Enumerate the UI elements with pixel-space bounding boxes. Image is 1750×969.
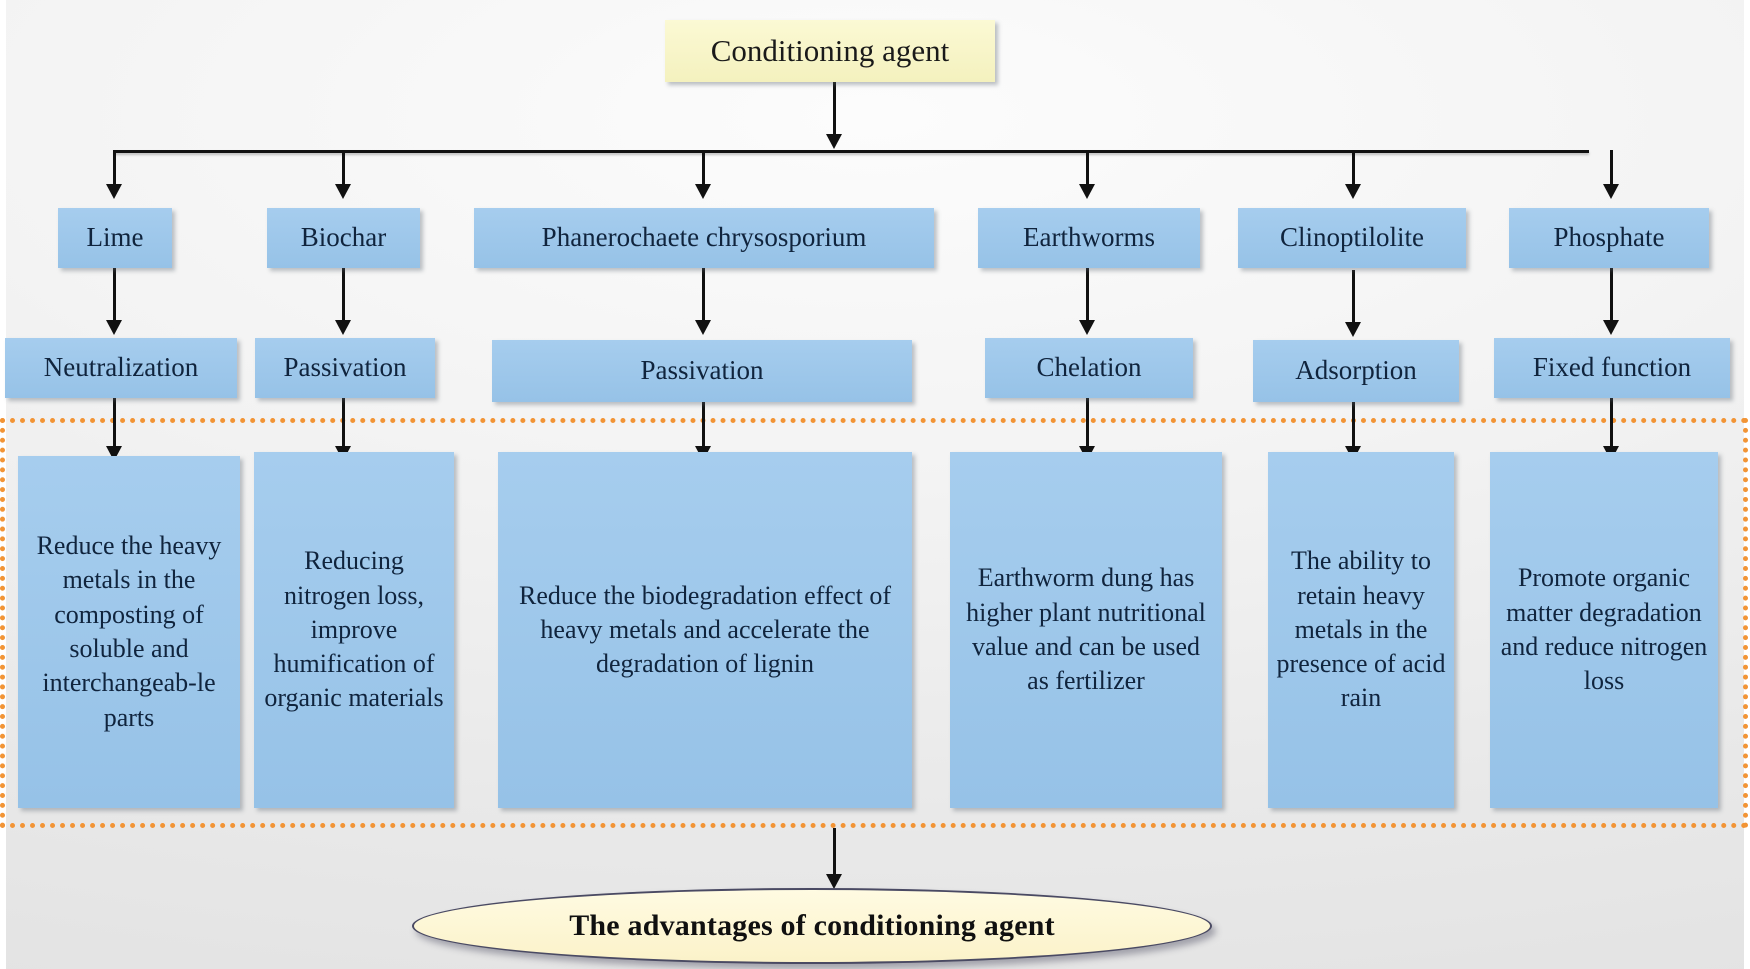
agent-node-phosphate[interactable]: Phosphate: [1509, 208, 1709, 268]
benefit-node-label: Promote organic matter degradation and r…: [1500, 563, 1708, 696]
left-margin: [0, 0, 6, 969]
benefit-node-clinoptilolite[interactable]: The ability to retain heavy metals in th…: [1268, 452, 1454, 808]
right-margin: [1744, 0, 1750, 969]
agent-to-mechanism-line-4: [1086, 268, 1089, 324]
mechanism-node-label: Fixed function: [1532, 352, 1692, 383]
benefit-node-label: Reduce the biodegradation effect of heav…: [518, 580, 892, 679]
bus-drop-line-4: [1086, 150, 1089, 188]
mechanism-node-label: Passivation: [283, 352, 407, 383]
root-node-label: Conditioning agent: [710, 33, 950, 68]
mechanism-to-benefit-line-3: [702, 402, 705, 450]
mechanism-node-passivation-biochar[interactable]: Passivation: [255, 338, 435, 398]
agent-node-biochar[interactable]: Biochar: [267, 208, 420, 268]
distribution-bus: [114, 150, 1589, 153]
bus-drop-line-5: [1352, 150, 1355, 188]
benefit-node-label: The ability to retain heavy metals in th…: [1276, 546, 1446, 713]
agent-node-label: Clinoptilolite: [1279, 222, 1424, 253]
mechanism-node-label: Adsorption: [1295, 355, 1417, 386]
bus-drop-arrowhead-6: [1603, 184, 1619, 199]
bus-drop-arrowhead-5: [1345, 184, 1361, 199]
mechanism-node-label: Neutralization: [43, 352, 199, 383]
mechanism-to-benefit-line-6: [1610, 398, 1613, 450]
agent-to-mechanism-arrowhead-3: [695, 320, 711, 335]
mechanism-node-label: Passivation: [640, 355, 764, 386]
mechanism-node-neutralization[interactable]: Neutralization: [5, 338, 237, 398]
mechanism-node-fixed-function[interactable]: Fixed function: [1494, 338, 1730, 398]
outcome-node-advantages[interactable]: The advantages of conditioning agent: [412, 888, 1212, 964]
bus-drop-line-2: [342, 150, 345, 188]
bus-drop-line-6: [1610, 150, 1613, 188]
agent-to-mechanism-line-3: [702, 268, 705, 324]
benefits-to-outcome-line: [833, 828, 836, 878]
root-node-conditioning-agent[interactable]: Conditioning agent: [665, 20, 995, 82]
mechanism-node-label: Chelation: [1036, 352, 1142, 383]
benefit-node-label: Reducing nitrogen loss, improve humifica…: [264, 546, 444, 713]
benefit-node-biochar[interactable]: Reducing nitrogen loss, improve humifica…: [254, 452, 454, 808]
agent-node-earthworms[interactable]: Earthworms: [978, 208, 1200, 268]
benefits-to-outcome-arrowhead: [826, 874, 842, 889]
bus-drop-arrowhead-2: [335, 184, 351, 199]
agent-to-mechanism-line-2: [342, 268, 345, 324]
outcome-node-label: The advantages of conditioning agent: [569, 909, 1055, 942]
mechanism-node-chelation[interactable]: Chelation: [985, 338, 1193, 398]
bus-drop-arrowhead-3: [695, 184, 711, 199]
benefit-node-label: Earthworm dung has higher plant nutritio…: [966, 563, 1206, 696]
agent-node-label: Lime: [86, 222, 144, 253]
benefit-node-earthworms[interactable]: Earthworm dung has higher plant nutritio…: [950, 452, 1222, 808]
bus-drop-arrowhead-1: [106, 184, 122, 199]
benefit-node-phosphate[interactable]: Promote organic matter degradation and r…: [1490, 452, 1718, 808]
agent-to-mechanism-arrowhead-2: [335, 320, 351, 335]
agent-to-mechanism-line-1: [113, 268, 116, 324]
bus-drop-line-3: [702, 150, 705, 188]
agent-node-lime[interactable]: Lime: [58, 208, 172, 268]
agent-to-mechanism-arrowhead-6: [1603, 320, 1619, 335]
mechanism-to-benefit-line-2: [342, 398, 345, 450]
agent-to-mechanism-line-5: [1352, 270, 1355, 326]
agent-to-mechanism-line-6: [1610, 268, 1613, 324]
agent-to-mechanism-arrowhead-1: [106, 320, 122, 335]
mechanism-to-benefit-line-1: [113, 398, 116, 450]
benefit-node-label: Reduce the heavy metals in the compostin…: [36, 531, 222, 732]
root-stem-line: [833, 82, 836, 136]
mechanism-to-benefit-line-4: [1086, 398, 1089, 450]
root-stem-arrowhead: [826, 134, 842, 149]
agent-node-label: Biochar: [300, 222, 387, 253]
mechanism-node-passivation-fungus[interactable]: Passivation: [492, 340, 912, 402]
agent-to-mechanism-arrowhead-4: [1079, 320, 1095, 335]
agent-node-label: Phosphate: [1553, 222, 1665, 253]
mechanism-node-adsorption[interactable]: Adsorption: [1253, 340, 1459, 402]
agent-to-mechanism-arrowhead-5: [1345, 322, 1361, 337]
agent-node-label: Phanerochaete chrysosporium: [541, 222, 867, 253]
mechanism-to-benefit-line-5: [1352, 402, 1355, 450]
benefit-node-lime[interactable]: Reduce the heavy metals in the compostin…: [18, 456, 240, 808]
bus-drop-line-1: [113, 150, 116, 188]
benefit-node-phanerochaete[interactable]: Reduce the biodegradation effect of heav…: [498, 452, 912, 808]
agent-node-clinoptilolite[interactable]: Clinoptilolite: [1238, 208, 1466, 268]
agent-node-phanerochaete-chrysosporium[interactable]: Phanerochaete chrysosporium: [474, 208, 934, 268]
agent-node-label: Earthworms: [1023, 222, 1155, 253]
bus-drop-arrowhead-4: [1079, 184, 1095, 199]
